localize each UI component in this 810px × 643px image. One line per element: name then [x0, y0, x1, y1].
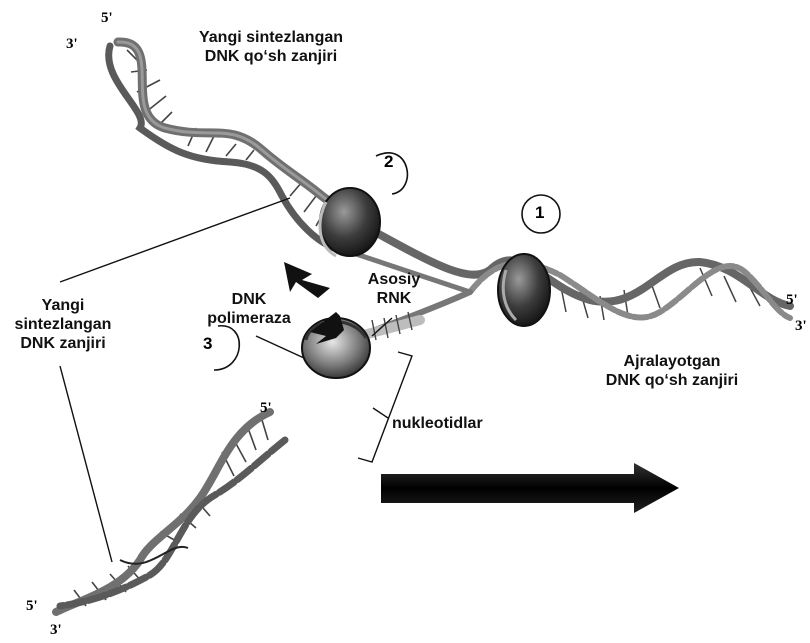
label-line: RNK	[342, 289, 446, 308]
enzyme-1	[498, 254, 550, 326]
end-top-5: 5'	[101, 10, 113, 27]
label-nucleotides: nukleotidlar	[392, 414, 483, 433]
label-line: sintezlangan	[6, 315, 120, 334]
end-mid-5: 5'	[260, 400, 272, 417]
end-bottom-3: 3'	[50, 622, 62, 639]
replication-direction-arrow	[381, 463, 679, 513]
label-new-chain: Yangi sintezlangan DNK zanjiri	[6, 296, 120, 353]
new-helix-bottom	[56, 412, 285, 612]
label-line: DNK qo‘sh zanjiri	[178, 47, 364, 66]
label-line: Yangi sintezlangan	[178, 28, 364, 47]
label-unwinding-helix: Ajralayotgan DNK qo‘sh zanjiri	[580, 352, 764, 390]
step-1: 1	[535, 203, 544, 223]
end-bottom-5: 5'	[26, 598, 38, 615]
end-right-5: 5'	[786, 292, 798, 309]
label-line: Yangi	[6, 296, 120, 315]
label-line: DNK	[194, 290, 304, 309]
label-line: polimeraza	[194, 309, 304, 328]
step-3: 3	[203, 334, 212, 354]
label-dna-polymerase: DNK polimeraza	[194, 290, 304, 328]
label-line: Ajralayotgan	[580, 352, 764, 371]
end-right-3: 3'	[795, 318, 807, 335]
label-line: DNK qo‘sh zanjiri	[580, 371, 764, 390]
label-new-double-helix: Yangi sintezlangan DNK qo‘sh zanjiri	[178, 28, 364, 66]
label-line: DNK zanjiri	[6, 334, 120, 353]
end-top-3: 3'	[66, 36, 78, 53]
enzyme-2	[320, 188, 380, 256]
step-2: 2	[384, 152, 393, 172]
label-line: Asosiy	[342, 270, 446, 289]
label-primer-rna: Asosiy RNK	[342, 270, 446, 308]
